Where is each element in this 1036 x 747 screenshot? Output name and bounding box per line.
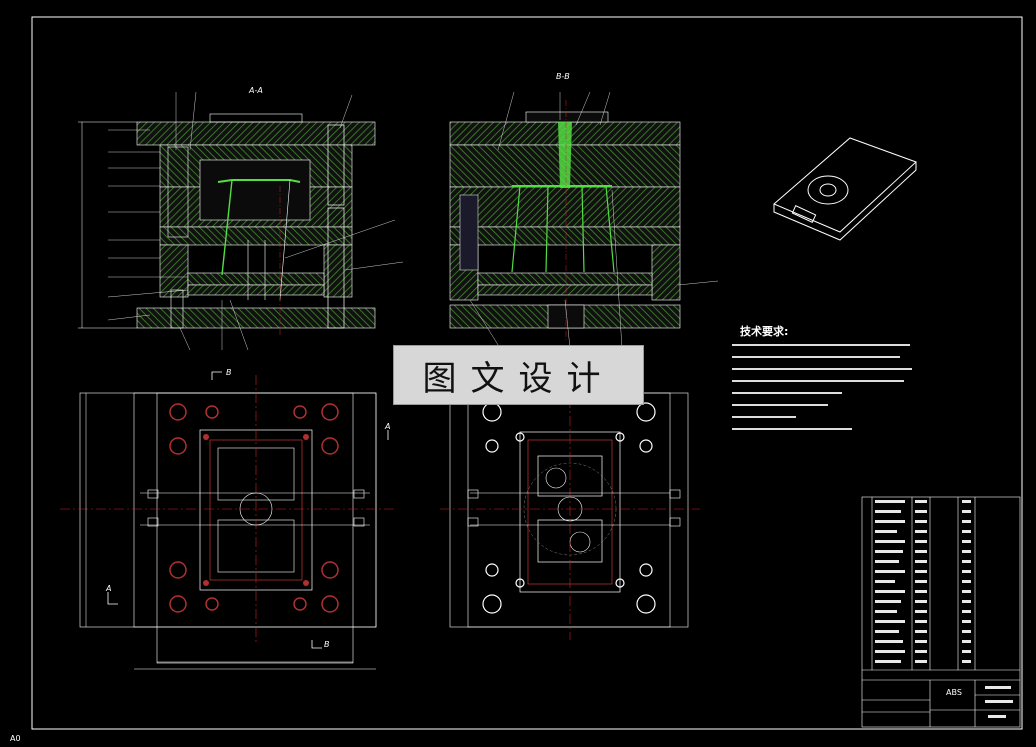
parts-list-table <box>861 496 1021 728</box>
section-label-aa: A-A <box>249 86 263 95</box>
tech-note-line <box>732 416 912 425</box>
technical-requirements-notes <box>732 341 912 437</box>
tech-note-line <box>732 404 912 413</box>
plan-view-fixed-half <box>60 375 395 670</box>
tech-note-line <box>732 368 912 377</box>
parts-list-rows <box>875 500 1013 718</box>
tech-note-line <box>732 392 912 401</box>
tech-note-line <box>732 344 912 353</box>
view-marker-a-right: A <box>385 422 391 431</box>
drawing-border <box>31 16 1023 730</box>
tech-note-line <box>732 356 912 365</box>
view-marker-a-left: A <box>106 584 112 593</box>
tech-note-line <box>732 380 912 389</box>
part-isometric-view <box>773 137 917 241</box>
watermark-banner: 图文设计 <box>393 345 644 405</box>
sheet-code: A0 <box>10 734 21 743</box>
tech-note-line <box>732 428 912 437</box>
section-label-bb: B-B <box>556 72 570 81</box>
view-marker-b-top: B <box>226 368 232 377</box>
technical-requirements-title: 技术要求: <box>740 325 789 338</box>
section-view-aa <box>78 91 404 351</box>
title-block-material: ABS <box>946 688 962 697</box>
section-markers <box>107 371 389 649</box>
plan-view-moving-half <box>440 380 700 640</box>
view-marker-b-bottom: B <box>324 640 330 649</box>
section-view-bb <box>449 91 719 349</box>
